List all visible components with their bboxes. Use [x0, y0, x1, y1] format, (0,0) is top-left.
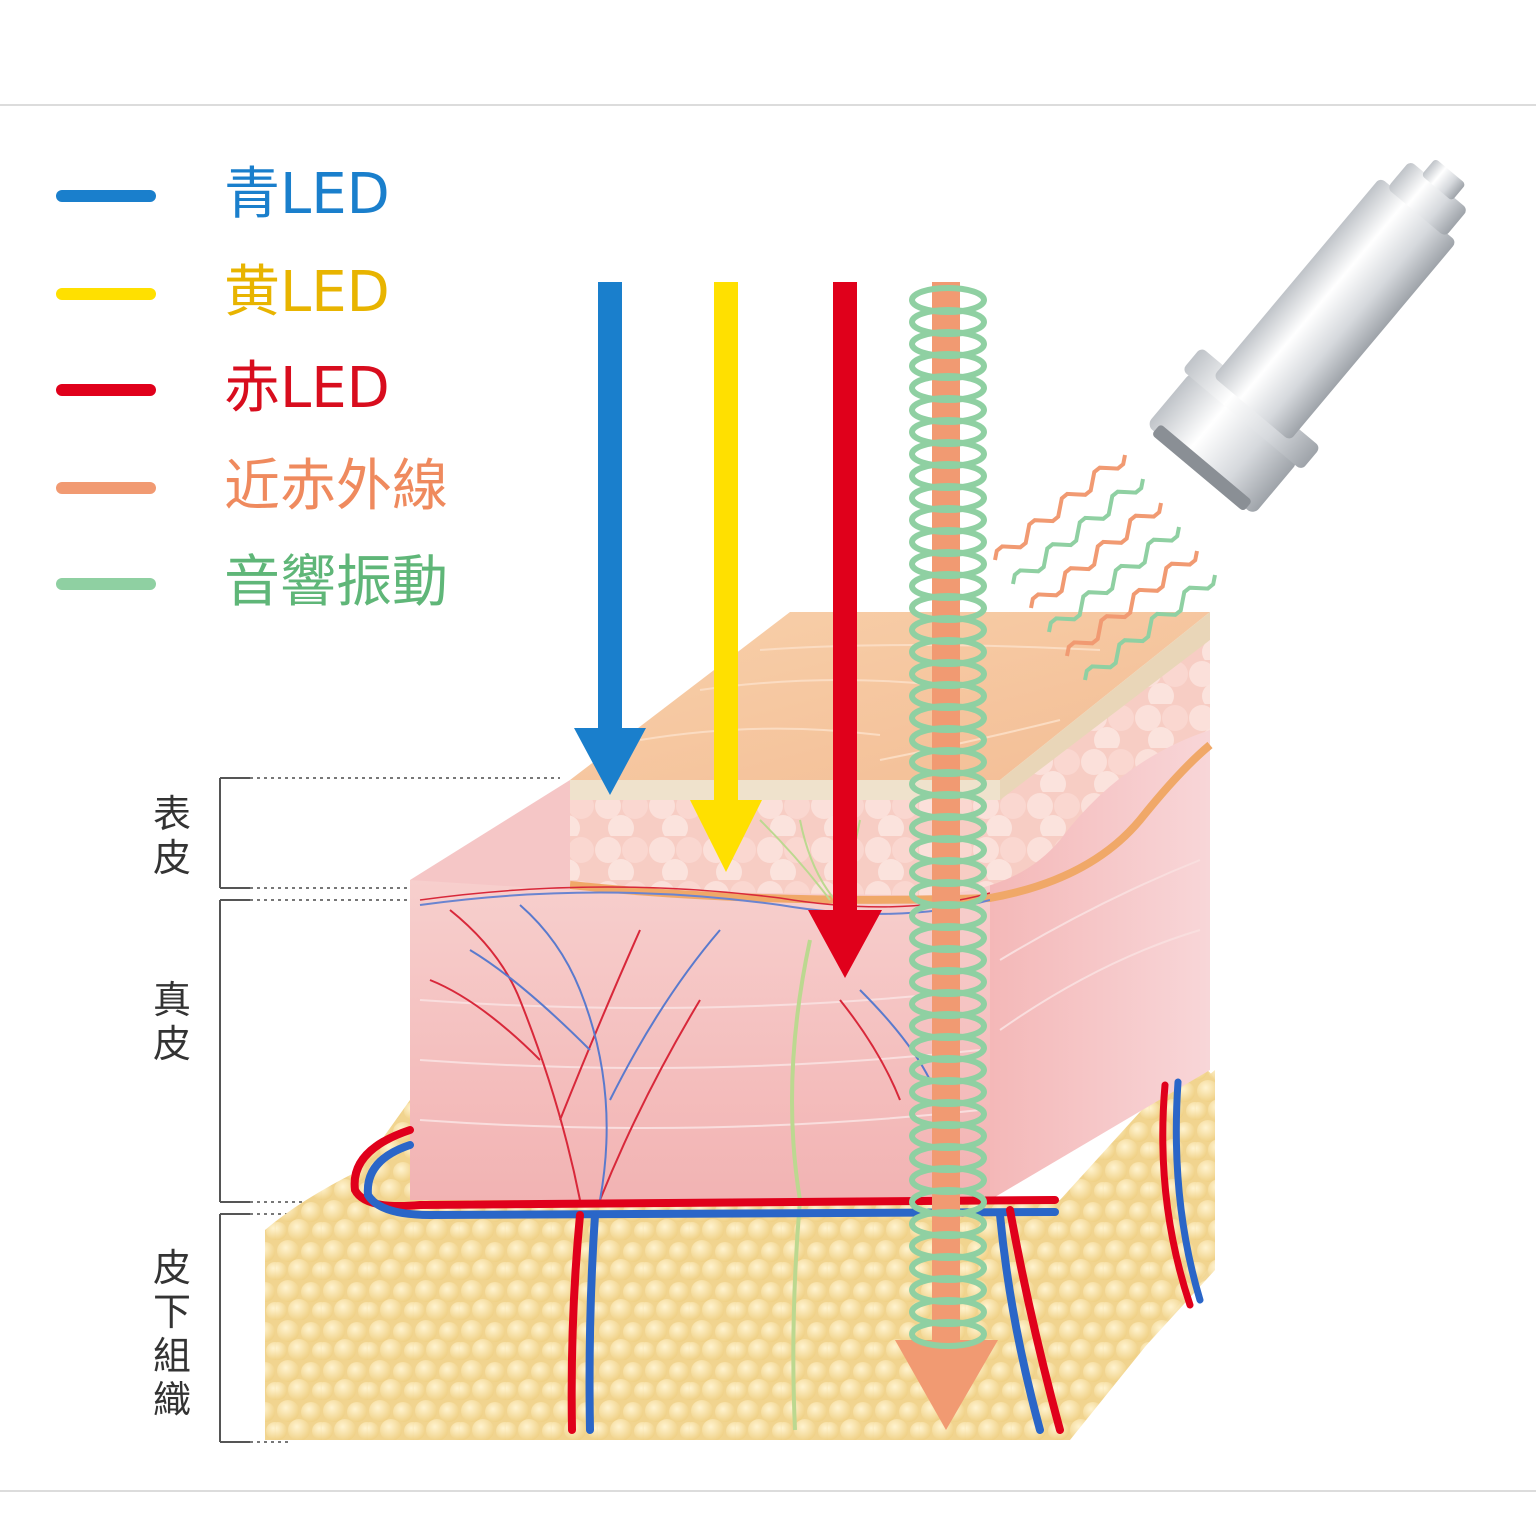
emission-wave: [1047, 526, 1181, 633]
device-emission-waves: [993, 454, 1217, 681]
legend-item-blue-led: 青LED: [56, 160, 476, 230]
emission-wave: [1065, 550, 1199, 657]
coil-ring: [909, 1319, 987, 1349]
emission-wave: [1083, 574, 1217, 681]
emission-wave: [1029, 502, 1163, 609]
legend-label: 音響振動: [224, 550, 448, 615]
legend-swatch: [56, 288, 156, 300]
layer-label-subcutaneous: 皮下組織: [152, 1246, 191, 1422]
legend-swatch: [56, 384, 156, 396]
legend-label: 近赤外線: [224, 454, 448, 519]
legend-item-yellow-led: 黄LED: [56, 258, 476, 328]
main-vessels: [350, 1078, 1204, 1434]
legend-label: 青LED: [224, 162, 390, 227]
legend-swatch: [56, 578, 156, 590]
acoustic-vibration-coil: [909, 285, 987, 1349]
layer-label-epidermis: 表皮: [152, 792, 191, 880]
legend-item-acoustic-vibration: 音響振動: [56, 548, 476, 618]
vessel-network: [419, 886, 990, 1201]
legend-label: 赤LED: [224, 356, 390, 421]
legend-swatch: [56, 482, 156, 494]
layer-brackets: [219, 777, 560, 1443]
yellow-led-arrow: [690, 282, 762, 872]
legend-label: 黄LED: [224, 260, 390, 325]
emission-wave: [1011, 478, 1145, 585]
layer-label-dermis: 真皮: [152, 978, 191, 1066]
led-device-icon: [1149, 160, 1466, 512]
legend-item-red-led: 赤LED: [56, 354, 476, 424]
emission-wave: [993, 454, 1127, 561]
red-led-arrow: [808, 282, 882, 978]
legend-item-near-infrared: 近赤外線: [56, 452, 476, 522]
bottom-divider: [0, 1490, 1536, 1492]
dermis-block: [410, 650, 1210, 1200]
blue-led-arrow: [574, 282, 646, 795]
legend-swatch: [56, 190, 156, 202]
top-divider: [0, 104, 1536, 106]
